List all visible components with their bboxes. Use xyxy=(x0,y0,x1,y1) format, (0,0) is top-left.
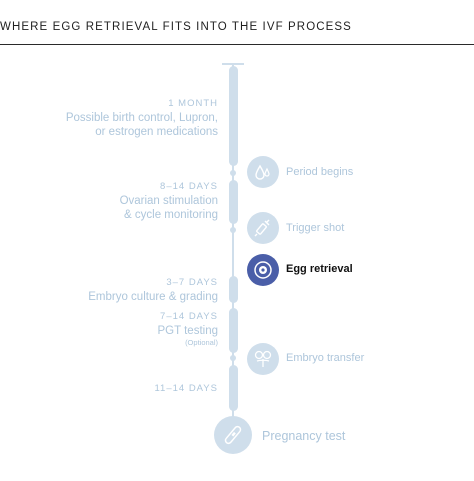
phase-text: or estrogen medications xyxy=(95,126,218,138)
timeline-axis xyxy=(232,65,234,435)
event-circle-pregnancy-test xyxy=(214,416,252,454)
phase-label-7-14-days: 7–14 DAYS PGT testing (Optional) xyxy=(28,310,218,347)
phase-bar-3-7-days xyxy=(229,276,238,303)
embryo-transfer-icon xyxy=(254,350,272,367)
connector-dot xyxy=(230,355,236,361)
phase-text: Ovarian stimulation xyxy=(119,195,218,207)
phase-text: & cycle monitoring xyxy=(124,209,218,221)
phase-duration: 8–14 DAYS xyxy=(160,181,218,192)
connector-dot xyxy=(230,227,236,233)
event-label-egg-retrieval: Egg retrieval xyxy=(286,263,353,275)
timeline-top-tick xyxy=(222,63,244,65)
phase-text: Possible birth control, Lupron, xyxy=(65,112,218,124)
phase-duration: 11–14 DAYS xyxy=(154,383,218,394)
phase-duration: 1 MONTH xyxy=(168,98,218,109)
event-label-embryo-transfer: Embryo transfer xyxy=(286,352,365,364)
phase-label-8-14-days: 8–14 DAYS Ovarian stimulation & cycle mo… xyxy=(28,180,218,222)
pregnancy-test-icon xyxy=(224,425,242,445)
phase-label-11-14-days: 11–14 DAYS xyxy=(28,382,218,396)
phase-bar-1-month xyxy=(229,66,238,166)
event-circle-trigger xyxy=(247,212,279,244)
phase-duration: 7–14 DAYS xyxy=(160,311,218,322)
phase-bar-11-14-days xyxy=(229,365,238,411)
event-label-pregnancy-test: Pregnancy test xyxy=(262,429,346,443)
phase-duration: 3–7 DAYS xyxy=(166,277,218,288)
syringe-icon xyxy=(254,219,270,237)
event-label-trigger: Trigger shot xyxy=(286,222,345,234)
egg-icon xyxy=(254,261,272,279)
event-circle-embryo-transfer xyxy=(247,343,279,375)
event-label-period: Period begins xyxy=(286,166,354,178)
event-circle-period xyxy=(247,156,279,188)
phase-text: Embryo culture & grading xyxy=(88,291,218,303)
phase-bar-8-14-days xyxy=(229,180,238,224)
header-rule xyxy=(0,44,474,45)
drops-icon xyxy=(255,164,270,180)
phase-note: (Optional) xyxy=(185,338,218,347)
phase-text: PGT testing xyxy=(157,325,218,337)
phase-label-3-7-days: 3–7 DAYS Embryo culture & grading xyxy=(28,276,218,304)
event-circle-egg-retrieval xyxy=(247,254,279,286)
phase-bar-7-14-days xyxy=(229,308,238,353)
phase-label-1-month: 1 MONTH Possible birth control, Lupron, … xyxy=(28,97,218,139)
connector-dot xyxy=(230,170,236,176)
header-title: WHERE EGG RETRIEVAL FITS INTO THE IVF PR… xyxy=(0,21,352,33)
